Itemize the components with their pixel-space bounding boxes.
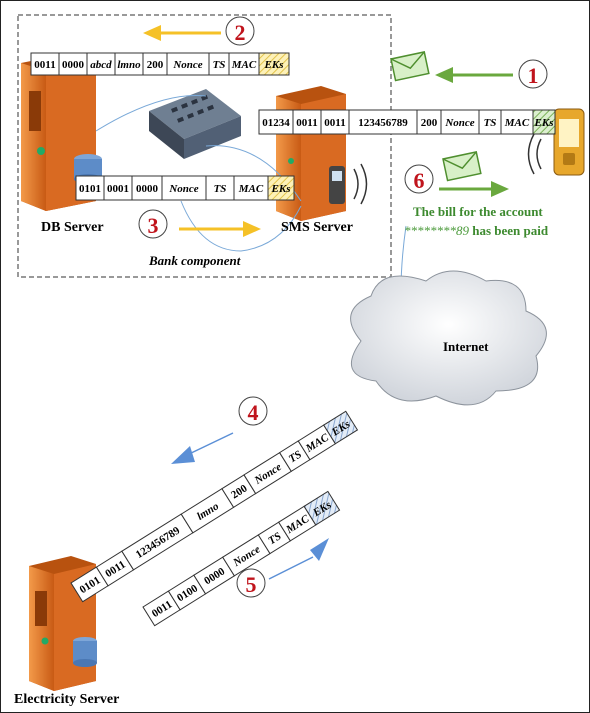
bank-internal-link: [180, 200, 302, 252]
message-field-text: 200: [421, 117, 438, 129]
message-field-text: 0001: [107, 183, 129, 195]
message-field-text: Nonce: [168, 183, 198, 195]
message-field-cell: [258, 52, 290, 76]
message-field-cell: [500, 109, 534, 135]
arrow-step-1: [435, 67, 513, 83]
message-field-cell: [320, 109, 350, 135]
db-server-label: DB Server: [41, 220, 104, 235]
message-field-text: 0000: [62, 59, 85, 71]
internet-label: Internet: [443, 339, 489, 354]
arrow-step-2: [143, 25, 221, 41]
message-field-cell: [292, 109, 322, 135]
notification-line-2: ********89 has been paid: [404, 223, 549, 238]
svg-text:2: 2: [235, 20, 246, 45]
message-field-text: 0000: [136, 183, 159, 195]
svg-text:6: 6: [414, 168, 425, 193]
sms-server-icon: [276, 86, 368, 221]
message-field-text: 0011: [296, 117, 317, 129]
message-field-text: MAC: [231, 59, 257, 71]
message-step-1: 01234 0011 0011 123456789 200 Nonce TS MAC EKs: [258, 109, 556, 135]
message-field-text: 01234: [262, 117, 290, 129]
step-5-badge: 5: [236, 568, 266, 598]
message-field-text: lmno: [117, 59, 141, 71]
bank-component-label: Bank component: [148, 253, 241, 268]
arrow-step-5: [268, 538, 329, 580]
svg-text:1: 1: [528, 63, 539, 88]
message-field-text: abcd: [90, 59, 112, 71]
message-field-text: TS: [266, 530, 283, 547]
message-field-text: EKs: [534, 117, 554, 129]
message-field-cell: [233, 175, 269, 201]
step-2-badge: 2: [225, 16, 255, 46]
message-field-cell: [532, 109, 556, 135]
network-switch-icon: [149, 89, 241, 159]
message-field-text: Nonce: [172, 59, 202, 71]
svg-text:4: 4: [248, 400, 259, 425]
message-field-cell: [267, 175, 295, 201]
svg-text:3: 3: [148, 213, 159, 238]
step-6-badge: 6: [404, 164, 434, 194]
message-field-text: 0011: [34, 59, 55, 71]
message-field-cell: [348, 109, 418, 135]
arrow-step-3: [179, 221, 261, 237]
message-field-cell: [205, 175, 235, 201]
bank-component-frame: [17, 14, 392, 278]
message-field-text: MAC: [238, 183, 264, 195]
message-field-text: 200: [147, 59, 164, 71]
arrow-step-4: [171, 432, 234, 464]
electricity-server-label: Electricity Server: [14, 692, 119, 707]
db-server-icon: [21, 53, 102, 211]
message-field-text: MAC: [504, 117, 530, 129]
svg-text:5: 5: [246, 572, 257, 597]
message-field-text: TS: [214, 183, 227, 195]
message-field-text: TS: [484, 117, 497, 129]
message-field-cell: [303, 490, 341, 526]
arrow-step-6: [439, 181, 509, 197]
message-step-2: 0011 0000 abcd lmno 200 Nonce TS MAC EKs: [30, 52, 290, 76]
mobile-phone-icon: [527, 108, 585, 176]
message-field-text: TS: [213, 59, 226, 71]
message-field-cell: [323, 410, 359, 445]
step-4-badge: 4: [238, 396, 268, 426]
message-field-text: 0101: [79, 183, 101, 195]
db-to-switch-link: [95, 94, 207, 132]
message-field-cell: [103, 175, 133, 201]
notification-line-1: The bill for the account: [413, 204, 543, 219]
message-field-text: Nonce: [444, 117, 474, 129]
step-3-badge: 3: [138, 209, 168, 239]
message-field-cell: [131, 175, 163, 201]
message-field-text: EKs: [264, 59, 284, 71]
sms-server-label: SMS Server: [281, 220, 353, 235]
internet-cloud-icon: [350, 270, 547, 406]
message-field-text: TS: [287, 448, 304, 465]
message-field-text: 0011: [324, 117, 345, 129]
envelope-icon-outgoing: [442, 151, 482, 182]
message-field-text: 123456789: [358, 117, 408, 129]
step-1-badge: 1: [518, 59, 548, 89]
envelope-icon-incoming: [390, 51, 430, 82]
message-step-3: 0101 0001 0000 Nonce TS MAC EKs: [75, 175, 295, 201]
message-field-text: EKs: [271, 183, 291, 195]
